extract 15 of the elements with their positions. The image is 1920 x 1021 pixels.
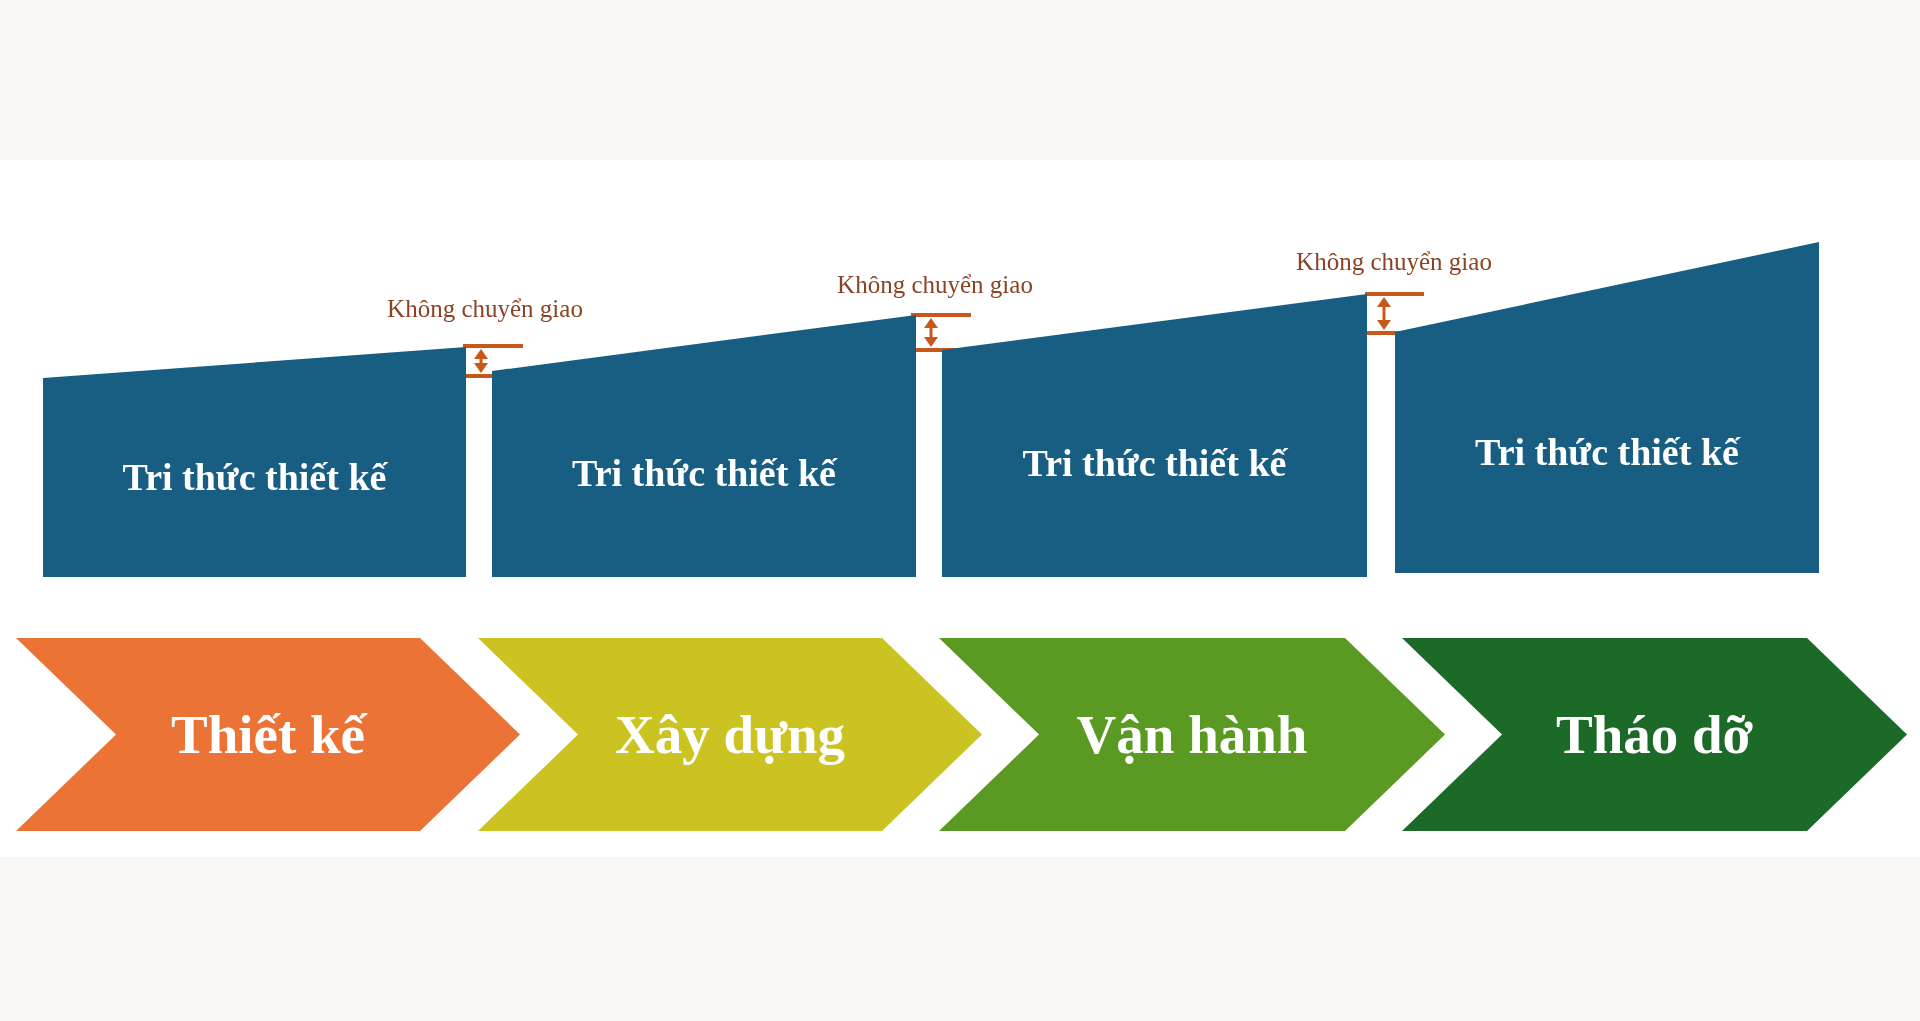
dimension-label: Không chuyển giao	[837, 270, 1033, 300]
process-step	[939, 638, 1445, 831]
panel-label: Tri thức thiết kế	[1022, 441, 1287, 486]
process-step	[1402, 638, 1907, 831]
phase-name: Xây dựng	[614, 702, 846, 767]
panel-label: Tri thức thiết kế	[572, 452, 836, 496]
panel-label: Tri thức thiết kế	[1475, 430, 1739, 475]
phase-name: Tháo dỡ	[1555, 702, 1754, 767]
panel-label: Tri thức thiết kế	[122, 455, 387, 500]
process-step	[478, 638, 982, 831]
phase-name: Vận hành	[1076, 702, 1308, 767]
dimension-label: Không chuyển giao	[1296, 247, 1492, 277]
dimension-label: Không chuyển giao	[387, 294, 583, 324]
process-step	[16, 638, 520, 831]
knowledge-panel	[43, 347, 466, 577]
